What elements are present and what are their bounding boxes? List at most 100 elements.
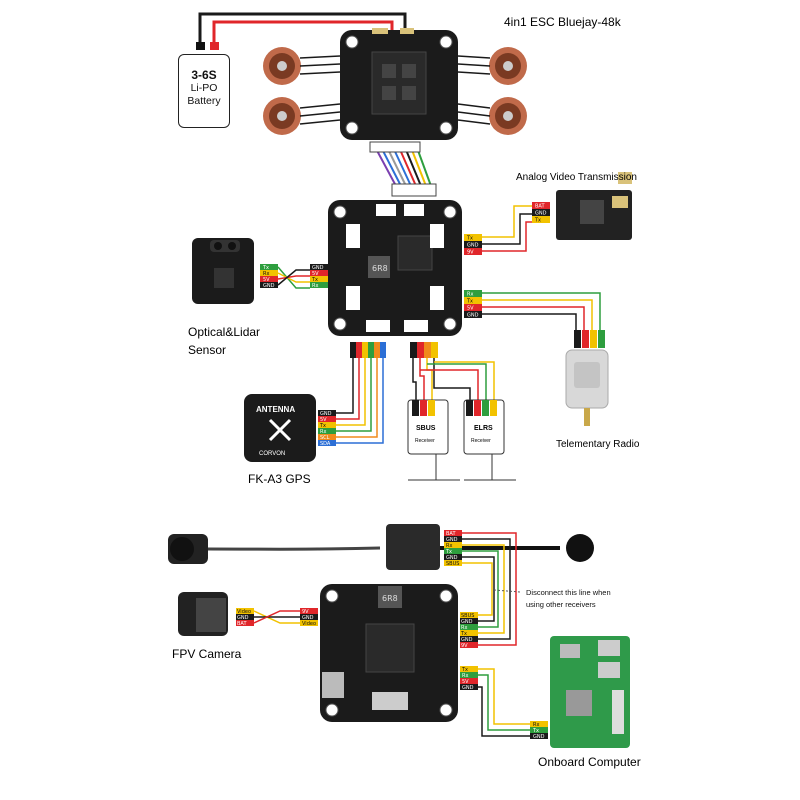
elrs-label: ELRS [474,425,493,432]
pi-pin-label-2: GND [533,734,545,740]
fc-radio-pin-label-3: GND [467,313,479,319]
sbus-receiver: SBUS Receiver [407,399,460,481]
battery-connector-pos [210,42,219,50]
hd-vtx-pin-label-1: GND [446,537,458,543]
battery-wires [198,12,407,48]
disconnect-pointer [493,589,521,593]
fc-vtx-wires [482,205,532,252]
camera-pin-label-2: BAT [237,621,247,627]
sbus-label: SBUS [416,425,436,432]
battery-cells: 3-6S [191,68,217,82]
gps-label: FK-A3 GPS [248,472,311,486]
motor-front-left [263,47,301,85]
fc-optical-pins: GND 5V Tx Rx [310,264,328,289]
fc-vtx-pin-label-0: Tx [466,236,473,242]
pi-pin-label-0: Rx [533,722,539,728]
fc-vtx-pin-9v [464,248,482,255]
fc-vtx-pin-label-1: GND [467,243,479,249]
fc2-inductor-mark: 6R8 [382,594,398,603]
vtx-pins: BAT GND Tx [532,202,550,224]
onboard-computer-board [550,636,630,748]
esc-ribbon-connector-bottom [391,183,437,197]
fc2-camera-pin-label-0: 9V [302,609,309,615]
onboard-computer-label: Onboard Computer [538,755,641,769]
fc-radio-pin-label-2: 5V [467,306,474,312]
gps-pin-label-1: 5V [320,417,327,423]
fpv-camera [178,592,228,636]
flight-controller-top: 6R8 [328,200,462,336]
radio-pins [574,330,605,348]
fc2-right-pin-label-0: SBUS [461,613,474,619]
flight-controller-bottom: 6R8 [320,584,458,722]
satellite-icon [268,418,292,442]
optical-pin-label-1: Rx [263,271,269,277]
hd-vtx-pins: BAT GND Rx Tx GND SBUS [444,530,462,567]
gps-pin-label-3: Rx [320,429,326,435]
fc-radio-pin-label-1: Tx [466,299,473,305]
fc-optical-pin-label-0: GND [312,265,324,271]
hd-vtx-pin-label-4: GND [446,555,458,561]
fc-rc-bottom-pins [410,342,438,358]
motor-rear-right [489,97,527,135]
fc2-right2-pins: Tx Rx 5V GND [460,666,478,691]
fc-vtx-pin-tx [464,234,482,241]
fc2-right-pin-label-4: GND [461,637,473,643]
fc-optical-pin-label-2: Tx [311,277,318,283]
gps-pins: GND 5V Tx Rx SCL SDA [318,410,336,447]
camera-pin-label-0: Video [237,609,251,615]
fc-radio-wires [482,292,601,330]
analog-vtx-label: Analog Video Transmission [516,172,637,183]
battery-connector-neg [196,42,205,50]
disconnect-note-line1: Disconnect this line when [526,588,611,597]
optical-pin-label-3: GND [263,283,275,289]
motor-front-right [489,47,527,85]
optical-pin-label-2: 5V [263,277,270,283]
optical-pin-label-0: Tx [262,265,269,271]
esc-title: 4in1 ESC Bluejay-48k [504,15,622,29]
battery-type: Li-PO [190,82,218,94]
fc2-right-stub [478,614,490,646]
vtx-pin-label-2: Tx [534,218,541,224]
camera-pins: Video GND BAT [236,608,254,627]
fpv-camera-top [168,534,381,564]
pi-wires [478,668,530,737]
elrs-receiver: ELRS Receiver [463,399,516,481]
esc-ribbon-connector-top [369,141,421,153]
hd-vtx-pin-label-0: BAT [446,531,456,537]
gps-pin-label-4: SCL [320,435,330,441]
optical-label-line2: Sensor [188,343,226,357]
fc-radio-pins: Rx Tx 5V GND [464,290,482,319]
fc2-right-pins: SBUS GND Rx Tx GND 9V [460,612,478,649]
elrs-receiver-text: Receiver [471,438,491,444]
fc2-right2-pin-label-2: 5V [462,679,469,685]
fc-vtx-pins: Tx GND 9V [464,234,482,256]
telemetry-radio-device [565,349,609,426]
sbus-receiver-text: Receiver [415,438,435,444]
fc2-right2-pin-label-1: Rx [462,673,468,679]
fc-optical-pin-label-1: 5V [312,271,319,277]
fc2-camera-pin-label-1: GND [302,615,314,621]
fc2-right-pin-label-3: Tx [460,631,467,637]
hd-vtx-pin-label-2: Rx [446,543,452,549]
pi-pins: Rx Tx GND [530,721,548,740]
fc-vtx-pin-gnd [464,241,482,248]
fc-optical-pin-label-3: Rx [312,283,318,289]
fc-inductor [368,256,390,278]
battery-word: Battery [187,95,221,107]
camera-pin-label-1: GND [237,615,249,621]
fc2-camera-pin-label-2: Video [302,621,316,627]
motor-wires [299,55,491,125]
fc2-right2-pin-label-0: Tx [461,667,468,673]
gps-antenna-text: ANTENNA [256,405,295,414]
camera-wires [253,610,300,624]
gps-pin-label-2: Tx [319,423,326,429]
fc2-right-pin-label-1: GND [461,619,473,625]
optical-wires [277,266,310,289]
receiver-wires [412,358,495,400]
fc-vtx-pin-label-2: 9V [467,250,474,256]
fc-gps-bottom-pins [350,342,386,358]
gps-pin-label-5: SDA [320,441,331,447]
hd-vtx-pin-label-5: SBUS [446,561,459,567]
hd-vtx-pin-label-3: Tx [445,549,452,555]
gps-brand-text: CORVON [259,451,285,457]
